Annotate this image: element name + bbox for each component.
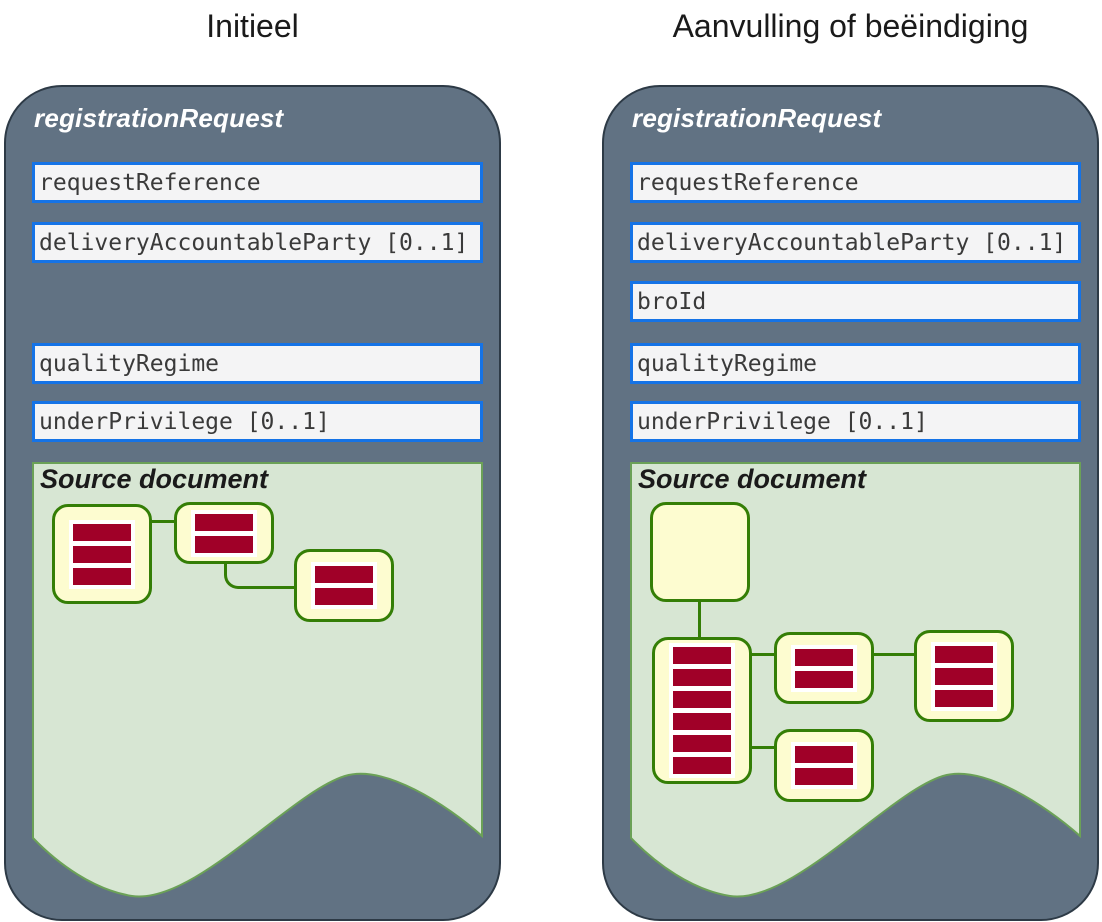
column-title-initieel: Initieel	[206, 8, 299, 44]
panel-header: registrationRequest	[34, 103, 284, 133]
field-requestReference: requestReference	[32, 162, 483, 203]
source-document-title: Source document	[40, 464, 269, 494]
field-deliveryAccountableParty: deliveryAccountableParty [0..1]	[32, 222, 483, 263]
document-node-b	[774, 632, 874, 704]
field-requestReference: requestReference	[630, 162, 1081, 203]
document-node-d	[774, 729, 874, 802]
panel-initieel: registrationRequest requestReference del…	[4, 85, 501, 921]
document-lines-icon	[311, 562, 377, 609]
panel-header: registrationRequest	[632, 103, 882, 133]
document-lines-icon	[191, 509, 257, 557]
connector-b-c	[224, 562, 294, 589]
document-node-c	[914, 630, 1014, 722]
document-lines-icon	[669, 643, 735, 778]
field-label: underPrivilege [0..1]	[39, 408, 330, 435]
document-node-a	[652, 637, 752, 784]
connector-a-b	[750, 653, 776, 656]
document-node-c	[294, 549, 394, 622]
field-label: qualityRegime	[637, 350, 818, 377]
document-node-b	[174, 502, 274, 564]
field-qualityRegime: qualityRegime	[32, 343, 483, 384]
field-label: requestReference	[39, 169, 261, 196]
connector-empty-a	[698, 600, 701, 639]
column-title-aanvulling: Aanvulling of beëindiging	[672, 8, 1029, 44]
document-node-a	[52, 504, 152, 604]
field-label: underPrivilege [0..1]	[637, 408, 928, 435]
source-document-section: Source document	[32, 462, 483, 902]
field-label: qualityRegime	[39, 350, 220, 377]
connector-a-d	[750, 746, 776, 749]
connector-a-b	[150, 520, 176, 523]
document-lines-icon	[69, 519, 135, 589]
field-label: requestReference	[637, 169, 859, 196]
field-deliveryAccountableParty: deliveryAccountableParty [0..1]	[630, 222, 1081, 263]
document-lines-icon	[791, 742, 857, 789]
field-label: deliveryAccountableParty [0..1]	[637, 229, 1067, 256]
field-broId: broId	[630, 281, 1081, 322]
field-label: broId	[637, 288, 707, 315]
field-qualityRegime: qualityRegime	[630, 343, 1081, 384]
document-lines-icon	[791, 644, 857, 692]
document-node-empty	[650, 502, 750, 602]
panel-aanvulling: registrationRequest requestReference del…	[602, 85, 1099, 921]
field-underPrivilege: underPrivilege [0..1]	[630, 401, 1081, 442]
connector-b-c	[872, 653, 916, 656]
field-underPrivilege: underPrivilege [0..1]	[32, 401, 483, 442]
field-label: deliveryAccountableParty [0..1]	[39, 229, 469, 256]
source-document-section: Source document	[630, 462, 1081, 902]
source-document-title: Source document	[638, 464, 867, 494]
document-lines-icon	[931, 641, 997, 711]
